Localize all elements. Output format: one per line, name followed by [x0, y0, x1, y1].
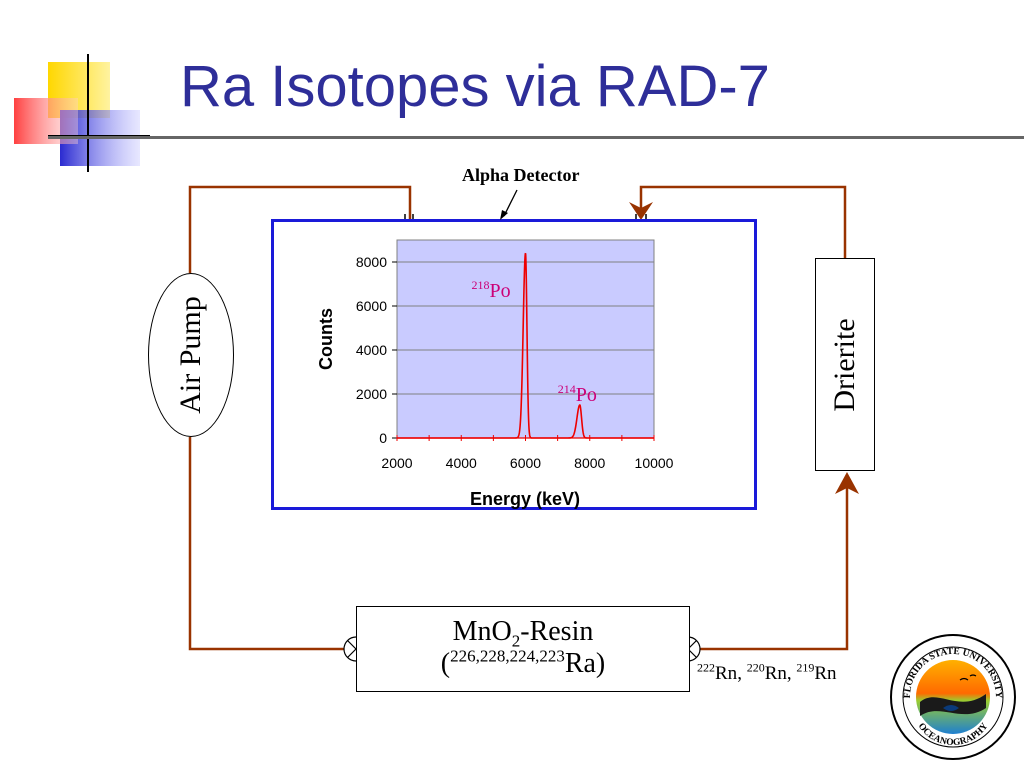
y-axis-label: Counts — [316, 308, 336, 370]
detector-pointer-arrow — [500, 189, 518, 220]
fsu-oceanography-logo: FLORIDA STATE UNIVERSITY OCEANOGRAPHY — [890, 634, 1016, 760]
arrowhead-into-drierite — [835, 472, 859, 494]
radium-mass-numbers: 226,228,224,223 — [450, 646, 565, 666]
arrowhead-into-detector — [629, 202, 653, 220]
resin-suffix: -Resin — [520, 616, 594, 647]
air-pump: Air Pump — [148, 273, 234, 437]
y-tick-labels: 0 2000 4000 6000 8000 — [356, 254, 387, 446]
x-tick-label-2000: 2000 — [381, 455, 412, 471]
x-tick-label-4000: 4000 — [446, 455, 477, 471]
title-underline — [48, 136, 1024, 139]
resin-paren: ( — [440, 648, 451, 679]
wire-resin-to-drierite — [690, 480, 849, 651]
peak-labels: 218Po 214Po — [472, 278, 597, 406]
radon-222-mass: 222 — [697, 660, 715, 675]
slide-title: Ra Isotopes via RAD-7 — [180, 54, 770, 119]
alpha-detector-label: Alpha Detector — [462, 165, 580, 185]
y-tick-label-4000: 4000 — [356, 342, 387, 358]
wire-pump-to-detector — [188, 185, 412, 273]
radium-element: Ra) — [564, 648, 606, 679]
radon-separator: , — [737, 663, 747, 684]
wire-drierite-to-detector — [639, 185, 847, 258]
x-tick-label-8000: 8000 — [574, 455, 605, 471]
peak-label-218Po: 218Po — [472, 278, 511, 302]
radon-separator: , — [786, 663, 797, 684]
x-tick-labels: 2000 4000 6000 8000 10000 — [381, 455, 673, 471]
resin-subscript: 2 — [511, 631, 521, 651]
y-tick-label-8000: 8000 — [356, 254, 387, 270]
wire-resin-to-pump — [188, 437, 356, 651]
resin-name: MnO2-Resin — [357, 616, 689, 650]
drierite-column: Drierite — [815, 258, 875, 471]
radon-isotopes-label: 222Rn, 220Rn, 219Rn — [697, 660, 837, 685]
radon-219-element: Rn — [814, 663, 837, 684]
radon-222-element: Rn — [715, 663, 738, 684]
mno2-resin-cartridge: MnO2-Resin (226,228,224,223Ra) — [356, 606, 690, 692]
y-tick-label-2000: 2000 — [356, 386, 387, 402]
x-tick-label-10000: 10000 — [635, 455, 674, 471]
x-tick-label-6000: 6000 — [510, 455, 541, 471]
radon-220-mass: 220 — [746, 660, 765, 675]
y-tick-label-6000: 6000 — [356, 298, 387, 314]
y-tick-label-0: 0 — [379, 430, 387, 446]
drierite-label: Drierite — [828, 317, 861, 412]
air-pump-label: Air Pump — [174, 296, 207, 414]
radon-220-element: Rn — [764, 663, 787, 684]
peak-label-214Po: 214Po — [558, 382, 597, 406]
spectrum-line — [397, 252, 654, 439]
resin-compound: MnO — [452, 616, 512, 647]
radon-219-mass: 219 — [796, 660, 815, 675]
x-axis-label: Energy (keV) — [470, 489, 580, 509]
resin-isotopes: (226,228,224,223Ra) — [357, 647, 689, 681]
